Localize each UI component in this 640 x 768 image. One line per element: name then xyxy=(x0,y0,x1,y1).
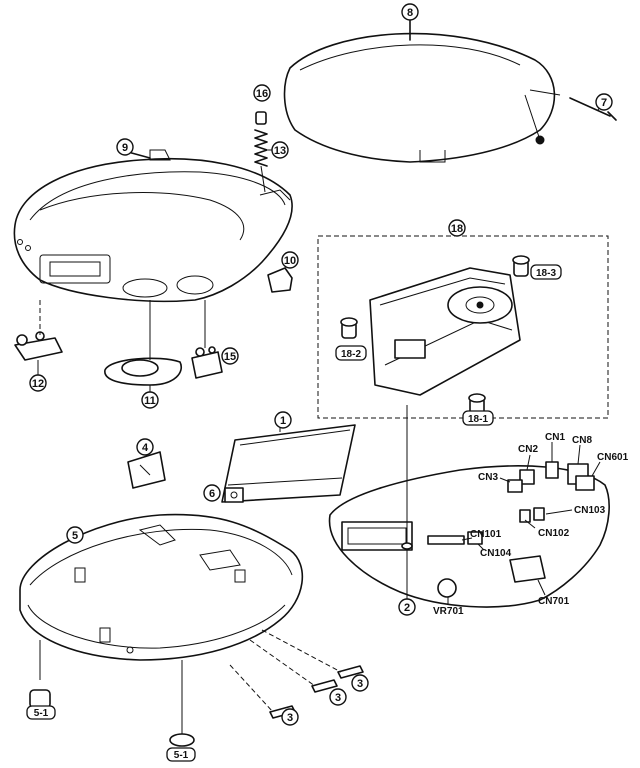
callout-box xyxy=(26,705,56,720)
callout-7: 7 xyxy=(601,97,607,109)
label-cn102: CN102 xyxy=(538,528,570,539)
callout-2: 2 xyxy=(404,602,410,614)
label-cn1: CN1 xyxy=(545,432,565,443)
cn102-connector xyxy=(519,509,531,523)
shield-plate xyxy=(221,424,356,503)
callout-circle xyxy=(351,674,369,692)
label-cn701: CN701 xyxy=(538,596,570,607)
label-vr701: VR701 xyxy=(433,606,464,617)
cn101-connector xyxy=(427,535,465,545)
callout-labels: 8 7 16 13 9 10 18 12 11 15 1 4 6 5 2 3 3… xyxy=(32,7,607,761)
callout-5: 5 xyxy=(72,530,78,542)
callout-16: 16 xyxy=(256,88,268,100)
label-cn8: CN8 xyxy=(572,435,592,446)
cn601-connector xyxy=(575,475,595,491)
callout-circle xyxy=(271,141,289,159)
callout-5-1b: 5-1 xyxy=(174,750,189,761)
callout-circle xyxy=(401,3,419,21)
callout-circle xyxy=(281,708,299,726)
top-cabinet xyxy=(13,149,293,303)
cn103-connector xyxy=(533,507,545,521)
cn701-jack xyxy=(509,555,546,583)
callout-18-2: 18-2 xyxy=(341,349,361,360)
callout-circle xyxy=(141,391,159,409)
callout-5-1a: 5-1 xyxy=(34,708,49,719)
lcd-connector xyxy=(341,521,413,551)
cn3-connector xyxy=(507,479,523,493)
foot-left xyxy=(29,689,51,709)
callout-circle xyxy=(448,219,466,237)
callout-circle xyxy=(329,688,347,706)
cn1-connector xyxy=(545,461,559,479)
small-cover-part xyxy=(267,267,293,293)
callout-circle xyxy=(221,347,239,365)
callout-3c: 3 xyxy=(357,678,363,690)
callout-4: 4 xyxy=(142,442,149,454)
connector-labels: CN1 CN2 CN3 CN8 CN601 CN101 CN102 CN103 … xyxy=(433,432,629,617)
switch-assembly-12 xyxy=(14,300,63,375)
main-pcb xyxy=(328,405,610,608)
callout-13: 13 xyxy=(274,145,286,157)
callout-15: 15 xyxy=(224,351,236,363)
top-lid xyxy=(283,19,561,163)
callout-markers xyxy=(26,3,613,762)
label-cn103: CN103 xyxy=(574,505,606,516)
callout-11: 11 xyxy=(144,395,156,407)
callout-12: 12 xyxy=(32,378,44,390)
callout-10: 10 xyxy=(284,255,296,267)
callout-circle xyxy=(29,374,47,392)
vr701-knob xyxy=(437,578,457,598)
label-cn101: CN101 xyxy=(470,529,502,540)
bottom-cabinet xyxy=(19,513,304,735)
callout-circle xyxy=(203,484,221,502)
cn104-connector xyxy=(467,531,483,545)
label-cn3: CN3 xyxy=(478,472,498,483)
callout-circle xyxy=(398,598,416,616)
callout-circle xyxy=(66,526,84,544)
button-assembly-11 xyxy=(104,300,182,392)
connector-leaders xyxy=(447,442,601,604)
screws-3 xyxy=(229,629,364,719)
callout-18-1: 18-1 xyxy=(468,414,488,425)
button-assembly-15 xyxy=(191,300,223,379)
callout-box xyxy=(166,747,196,762)
callout-8: 8 xyxy=(407,7,413,19)
callout-circle xyxy=(595,93,613,111)
foot-bottom xyxy=(169,733,195,747)
callout-18: 18 xyxy=(451,223,463,235)
callout-circle xyxy=(116,138,134,156)
label-cn601: CN601 xyxy=(597,452,629,463)
bracket-4 xyxy=(127,451,166,489)
callout-3b: 3 xyxy=(335,692,341,704)
callout-3a: 3 xyxy=(287,712,293,724)
callout-circle xyxy=(136,438,154,456)
callout-box xyxy=(462,410,494,426)
callout-circle xyxy=(274,411,292,429)
callout-circle xyxy=(253,84,271,102)
label-cn104: CN104 xyxy=(480,548,512,559)
label-cn2: CN2 xyxy=(518,444,538,455)
mechanism-unit xyxy=(317,232,609,419)
callout-box xyxy=(530,264,562,280)
callout-1: 1 xyxy=(280,415,286,427)
callout-18-3: 18-3 xyxy=(536,268,556,279)
part-6 xyxy=(224,487,244,503)
callout-box xyxy=(335,345,367,361)
callout-circle xyxy=(281,251,299,269)
callout-6: 6 xyxy=(209,488,215,500)
callout-9: 9 xyxy=(122,142,128,154)
